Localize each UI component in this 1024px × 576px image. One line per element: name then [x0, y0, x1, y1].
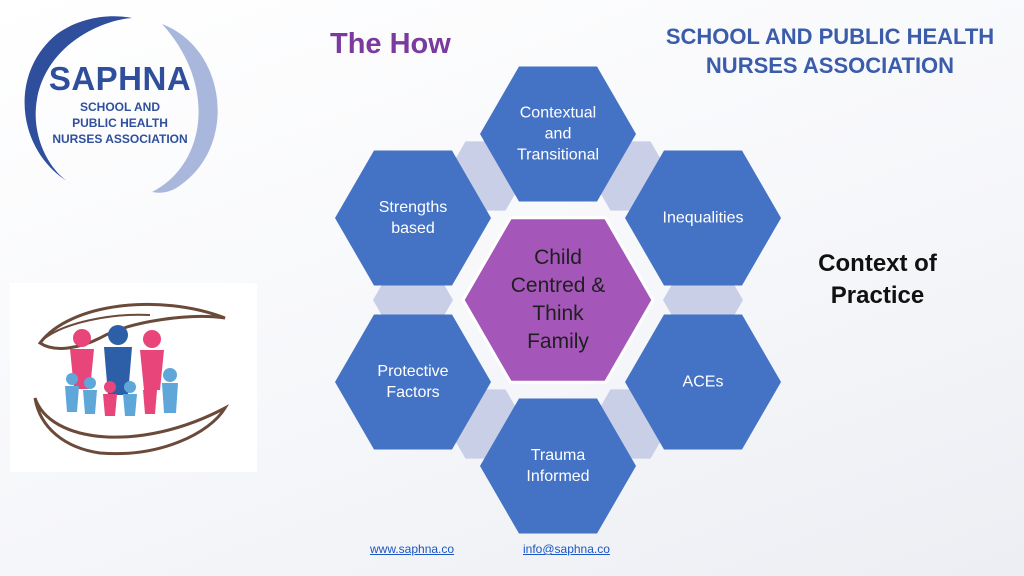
inequalities-hex	[625, 150, 781, 286]
hex-label-line: Protective	[377, 363, 449, 380]
hex-label-line: Informed	[526, 468, 590, 485]
center-label-line: Family	[527, 330, 589, 353]
hex-label-line: Inequalities	[662, 209, 744, 227]
logo-sub-line1: SCHOOL AND	[79, 100, 160, 114]
center-label-line: Think	[532, 302, 584, 325]
hex-label-line: ACEs	[682, 373, 724, 391]
hex-label-line: Transitional	[516, 146, 600, 164]
logo-sub-line3: NURSES ASSOCIATION	[52, 132, 188, 146]
logo-sub-line2: PUBLIC HEALTH	[72, 116, 168, 130]
bottom-hand	[33, 397, 230, 456]
context-line2: Practice	[830, 282, 925, 309]
trauma-informed-hex	[480, 398, 636, 534]
logo-name: SAPHNA	[48, 60, 192, 97]
contextual-hex	[480, 66, 636, 202]
logo-arc-light	[152, 24, 218, 193]
strengths-label: Strengths based	[379, 197, 447, 239]
org-header-line2: NURSES ASSOCIATION	[705, 53, 955, 78]
context-line1: Context of	[818, 250, 937, 277]
website-link[interactable]: www.saphna.co	[370, 542, 455, 556]
family-in-hands-image	[10, 283, 257, 472]
org-header: SCHOOL AND PUBLIC HEALTH NURSES ASSOCIAT…	[640, 22, 1020, 80]
center-label-line: Centred &	[510, 274, 606, 297]
context-of-practice-text: Context of Practice	[800, 248, 955, 312]
hex-label-line: Trauma	[530, 447, 586, 464]
slide-title: The How	[330, 28, 451, 60]
logo-text: SAPHNA SCHOOL AND PUBLIC HEALTH NURSES A…	[40, 60, 200, 146]
email-link[interactable]: info@saphna.co	[523, 542, 610, 556]
family-figures	[65, 325, 178, 416]
saphna-logo	[24, 16, 218, 193]
center-label-line: Child	[534, 246, 582, 269]
hex-label-line: Contextual	[519, 104, 597, 122]
org-header-line1: SCHOOL AND PUBLIC HEALTH	[665, 24, 995, 49]
hex-label-line: Factors	[386, 384, 440, 401]
aces-hex	[625, 314, 781, 450]
hex-label-line: and	[544, 125, 572, 143]
inequalities-label: Inequalities	[663, 208, 744, 229]
hex-label-line: based	[391, 220, 435, 237]
hex-label-line: Strengths	[378, 199, 448, 216]
logo-arc-dark	[24, 16, 132, 184]
strengths-hex	[335, 150, 491, 286]
protective-factors-hex	[335, 314, 491, 450]
center-hex	[461, 216, 655, 384]
aces-label: ACEs	[683, 372, 724, 393]
